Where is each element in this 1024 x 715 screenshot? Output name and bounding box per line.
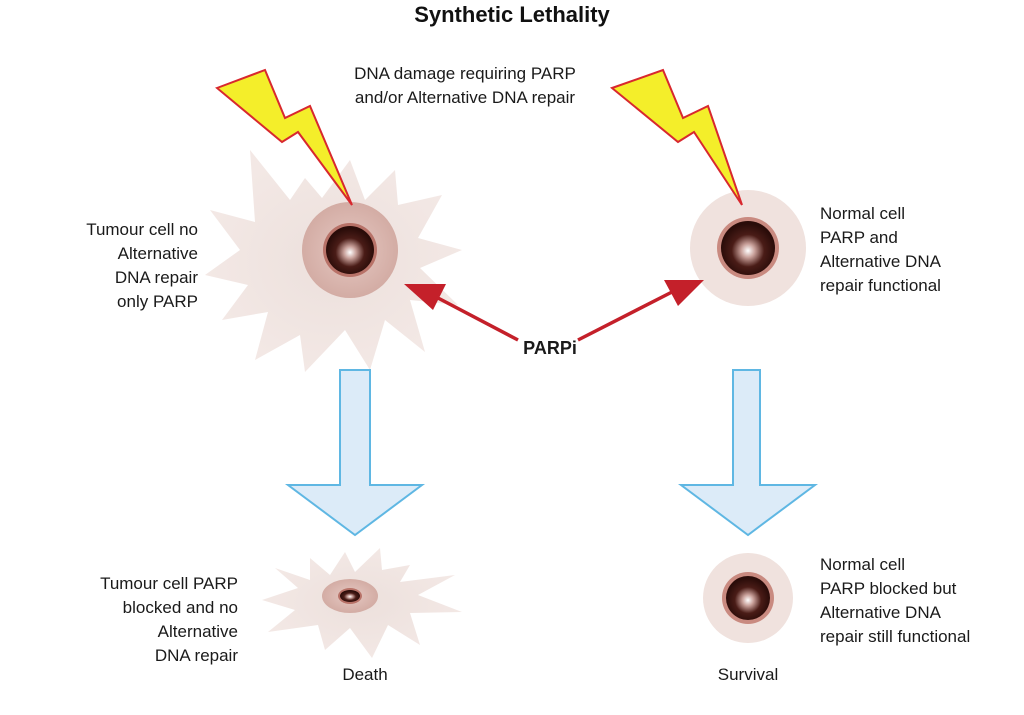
tumour-bottom-label: Tumour cell PARP blocked and no Alternat… — [100, 574, 238, 665]
nucleus — [721, 221, 775, 275]
death-label: Death — [342, 665, 388, 684]
lightning-bolt-icon — [609, 68, 743, 206]
nucleus — [326, 226, 374, 274]
normal-bottom-label: Normal cell PARP blocked but Alternative… — [820, 555, 971, 646]
survival-label: Survival — [717, 665, 779, 684]
normal-cell-top — [690, 190, 806, 306]
nucleus — [340, 590, 360, 602]
normal-cell-bottom — [703, 553, 793, 643]
red-arrow-icon — [577, 280, 704, 342]
red-arrow-icon — [404, 284, 519, 342]
down-arrow-icon — [677, 369, 819, 537]
lightning-bolt-icon — [215, 68, 353, 206]
tumour-top-label: Tumour cell no Alternative DNA repair on… — [86, 220, 198, 311]
tumour-cell-top — [205, 150, 462, 372]
nucleus — [726, 576, 770, 620]
tumour-cell-bottom — [262, 548, 462, 658]
down-arrow-icon — [284, 369, 426, 537]
parpi-label: PARPi — [523, 338, 577, 358]
diagram-title: Synthetic Lethality — [414, 2, 610, 27]
normal-top-label: Normal cell PARP and Alternative DNA rep… — [820, 204, 941, 295]
dna-damage-label: DNA damage requiring PARP and/or Alterna… — [354, 64, 576, 107]
